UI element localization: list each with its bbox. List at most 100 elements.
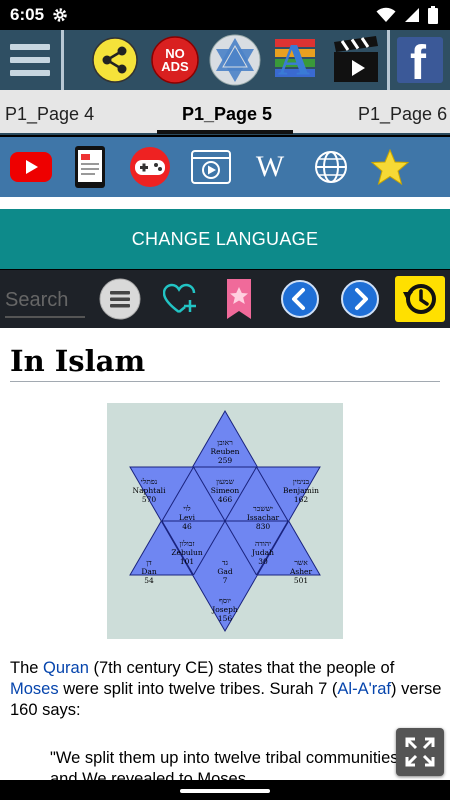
tribe-label: שמעון bbox=[216, 477, 235, 486]
ebook-reader-button[interactable] bbox=[70, 145, 110, 189]
reader-navbar bbox=[0, 270, 450, 328]
tribe-label: 162 bbox=[294, 495, 309, 504]
video-clapperboard-button[interactable] bbox=[330, 34, 382, 86]
list-menu-icon bbox=[99, 278, 141, 320]
quran-link[interactable]: Quran bbox=[43, 659, 89, 677]
video-player-button[interactable] bbox=[190, 145, 232, 189]
search-input[interactable] bbox=[5, 284, 85, 318]
tribe-label: Benjamin bbox=[283, 486, 319, 495]
hamburger-menu-button[interactable] bbox=[6, 34, 54, 86]
fullscreen-expand-icon bbox=[405, 737, 435, 767]
gesture-bar bbox=[0, 780, 450, 800]
font-icon bbox=[275, 39, 315, 77]
fullscreen-button[interactable] bbox=[396, 728, 444, 776]
clapperboard-icon bbox=[334, 36, 378, 82]
next-page-button[interactable] bbox=[339, 278, 381, 320]
bookmark-button[interactable] bbox=[218, 278, 260, 320]
no-ads-icon bbox=[151, 36, 199, 84]
page-tabs: P1_Page 4 P1_Page 5 P1_Page 6 bbox=[0, 90, 450, 135]
tribe-label: Reuben bbox=[211, 447, 240, 456]
contents-menu-button[interactable] bbox=[99, 278, 141, 320]
tribe-label: בנימין bbox=[293, 477, 310, 486]
star-of-david-icon bbox=[209, 34, 261, 86]
share-button[interactable] bbox=[90, 34, 140, 86]
toolbar-divider bbox=[387, 30, 390, 90]
tribe-label: גד bbox=[222, 558, 229, 567]
quick-links-bar: W bbox=[0, 137, 450, 197]
home-gesture-pill[interactable] bbox=[180, 789, 270, 793]
spacer bbox=[0, 197, 450, 209]
web-browser-button[interactable] bbox=[310, 145, 352, 189]
tribe-label: 101 bbox=[180, 557, 194, 566]
top-toolbar: NO ADS A f bbox=[0, 30, 450, 90]
cellular-signal-icon bbox=[404, 7, 420, 28]
tribe-label: Judah bbox=[251, 548, 274, 557]
tab-p1-page-4[interactable]: P1_Page 4 bbox=[5, 104, 95, 124]
wikipedia-icon: W bbox=[255, 150, 285, 183]
hamburger-menu-icon bbox=[10, 44, 50, 76]
share-icon bbox=[92, 37, 138, 83]
tab-p1-page-6[interactable]: P1_Page 6 bbox=[358, 104, 448, 124]
font-size-button[interactable]: A bbox=[270, 34, 320, 86]
tribe-label: Joseph bbox=[211, 605, 238, 614]
tribe-label: Dan bbox=[141, 567, 156, 576]
tribe-label: זבולון bbox=[180, 539, 195, 548]
tribe-label: יששכר bbox=[253, 504, 273, 513]
add-favorite-button[interactable] bbox=[159, 278, 201, 320]
tribe-label: נפתלי bbox=[141, 477, 157, 486]
al-araf-link[interactable]: Al-A'raf bbox=[337, 680, 391, 698]
tribe-label: Levi bbox=[179, 513, 196, 522]
tribe-label: 7 bbox=[223, 576, 228, 585]
gamepad-icon bbox=[130, 147, 170, 187]
tab-p1-page-5[interactable]: P1_Page 5 bbox=[182, 104, 273, 124]
history-icon bbox=[395, 276, 445, 322]
previous-page-button[interactable] bbox=[279, 278, 321, 320]
wikipedia-button[interactable]: W bbox=[248, 145, 292, 189]
star-icon bbox=[371, 149, 409, 185]
page-title: In Islam bbox=[10, 344, 146, 378]
article-paragraph: The Quran (7th century CE) states that t… bbox=[10, 659, 442, 719]
history-button[interactable] bbox=[395, 276, 445, 322]
tribe-label: 570 bbox=[142, 495, 157, 504]
tribe-label: Simeon bbox=[211, 486, 240, 495]
status-time: 6:05 bbox=[10, 5, 45, 24]
youtube-icon bbox=[10, 152, 52, 182]
tribe-label: 54 bbox=[144, 576, 154, 585]
video-player-icon bbox=[191, 150, 231, 184]
bookmark-icon bbox=[227, 279, 251, 319]
chevron-right-icon bbox=[341, 280, 379, 318]
no-ads-button[interactable]: NO ADS bbox=[150, 34, 200, 86]
quran-quote: "We split them up into twelve tribal com… bbox=[50, 749, 404, 780]
title-divider bbox=[10, 381, 440, 382]
tribe-label: Issachar bbox=[247, 513, 280, 522]
tribe-label: Naphtali bbox=[133, 486, 167, 495]
font-icon-letter: A bbox=[278, 35, 310, 84]
star-of-david-diagram: ראובןReuben259נפתליNaphtali570שמעוןSimeo… bbox=[129, 410, 321, 632]
tribe-label: 156 bbox=[218, 614, 233, 623]
facebook-letter: f bbox=[410, 37, 426, 90]
tribe-label: Zebulun bbox=[171, 548, 203, 557]
tribe-label: דן bbox=[146, 558, 152, 567]
tribe-label: 466 bbox=[218, 495, 233, 504]
star-of-david-button[interactable] bbox=[208, 34, 262, 86]
toolbar-divider bbox=[61, 30, 64, 90]
settings-gear-icon bbox=[52, 7, 68, 28]
change-language-button[interactable]: CHANGE LANGUAGE bbox=[0, 209, 450, 269]
tribe-label: יוסף bbox=[219, 596, 231, 605]
favorites-star-button[interactable] bbox=[368, 145, 412, 189]
heart-plus-icon bbox=[163, 283, 196, 314]
status-bar: 6:05 bbox=[0, 0, 450, 30]
games-button[interactable] bbox=[128, 145, 172, 189]
tribe-label: יהודה bbox=[255, 539, 271, 548]
youtube-button[interactable] bbox=[8, 145, 54, 189]
moses-link[interactable]: Moses bbox=[10, 680, 59, 698]
tribe-label: 830 bbox=[256, 522, 271, 531]
facebook-button[interactable]: f bbox=[396, 34, 444, 90]
chevron-left-icon bbox=[281, 280, 319, 318]
wifi-icon bbox=[376, 7, 396, 28]
no-ads-label-line2: ADS bbox=[161, 59, 189, 74]
battery-icon bbox=[428, 6, 438, 29]
tribe-label: Gad bbox=[217, 567, 232, 576]
